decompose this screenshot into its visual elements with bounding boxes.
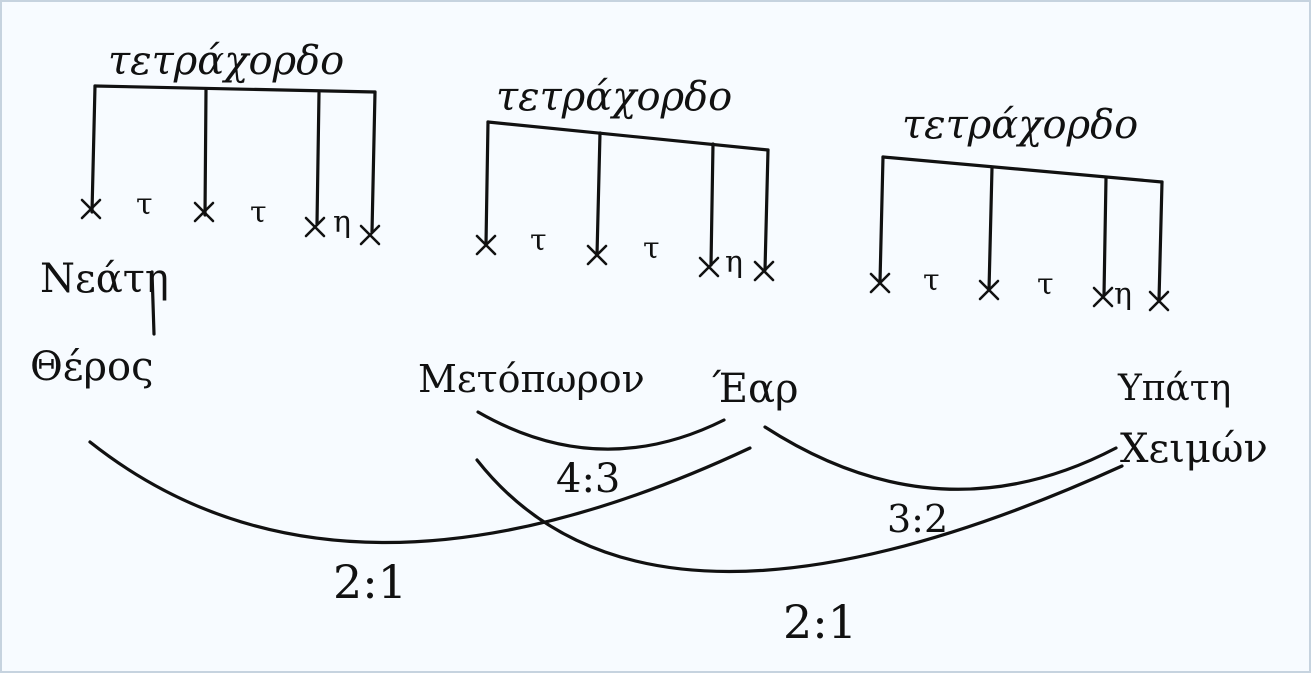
tetrachord-3-mark-3: η <box>1114 277 1132 312</box>
tetrachord-1-string-4 <box>370 90 377 234</box>
ratio-octave-left: 2:1 <box>333 555 407 609</box>
tetrachord-3-mark-1: τ <box>923 263 940 298</box>
tetrachord-3-string-3 <box>1102 176 1108 297</box>
label-nete: Νεάτη <box>40 256 169 302</box>
tetrachord-1-string-1 <box>90 84 97 214</box>
label-spring: Έαρ <box>712 366 799 412</box>
tetrachord-3-string-1 <box>878 155 885 284</box>
tetrachord-2-bracket <box>486 120 770 152</box>
nete-stroke <box>150 270 156 336</box>
tetrachord-2: τετράχορδο τ τ η <box>475 74 775 282</box>
arc-fifth <box>763 425 1118 491</box>
tetrachord-1-mark-3: η <box>333 205 351 240</box>
ratio-fourth: 4:3 <box>556 456 620 502</box>
tetrachord-2-string-2 <box>595 131 602 257</box>
label-autumn: Μετόπωρον <box>418 357 645 401</box>
tetrachord-2-mark-3: η <box>725 245 743 280</box>
tetrachord-1-title: τετράχορδο <box>108 38 344 84</box>
tetrachord-3-notes <box>869 272 1170 312</box>
tetrachord-1-mark-1: τ <box>136 187 153 222</box>
tetrachord-1-mark-2: τ <box>250 195 267 230</box>
tetrachord-3-bracket <box>881 155 1164 184</box>
tetrachord-3-mark-2: τ <box>1037 267 1054 302</box>
tetrachord-1-bracket <box>93 84 377 94</box>
tetrachord-2-string-4 <box>763 148 770 272</box>
tetrachord-1-notes <box>80 198 381 246</box>
tetrachord-3: τετράχορδο τ τ η <box>869 102 1170 312</box>
tetrachord-2-string-1 <box>484 120 490 246</box>
tetrachord-2-mark-2: τ <box>643 231 660 266</box>
label-winter: Χειμών <box>1120 426 1268 472</box>
ratio-fifth: 3:2 <box>887 497 948 541</box>
tetrachord-2-string-3 <box>709 142 715 267</box>
tetrachord-3-title: τετράχορδο <box>902 102 1138 148</box>
label-summer: Θέρος <box>30 344 154 390</box>
label-hypate: Υπάτη <box>1117 368 1231 409</box>
ratio-octave-right: 2:1 <box>783 595 857 649</box>
tetrachord-1-string-2 <box>203 88 208 217</box>
arc-octave-left <box>88 440 752 545</box>
tetrachord-3-string-2 <box>987 166 994 292</box>
tetrachord-2-title: τετράχορδο <box>496 74 732 120</box>
tetrachord-2-notes <box>475 234 775 282</box>
arc-octave-right <box>475 458 1124 574</box>
tetrachord-3-string-4 <box>1157 180 1164 302</box>
tetrachord-2-mark-1: τ <box>530 223 547 258</box>
arc-fourth <box>476 410 726 451</box>
tetrachord-1-string-3 <box>315 91 321 226</box>
tetrachord-1: τετράχορδο τ τ η <box>80 38 381 246</box>
